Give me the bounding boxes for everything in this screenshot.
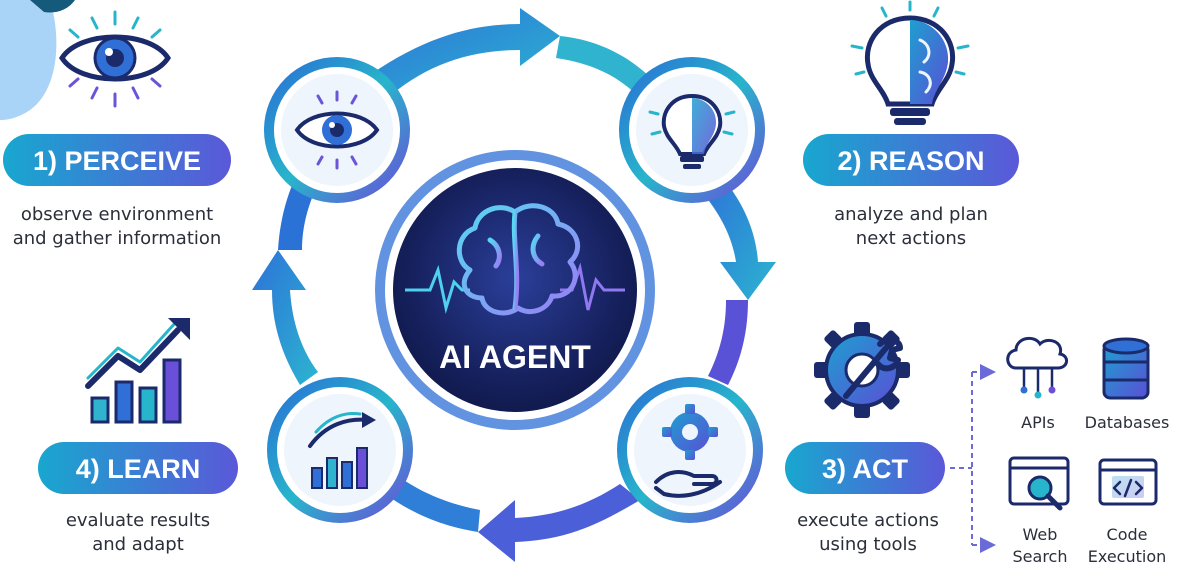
reason-desc-line1: analyze and plan (834, 204, 988, 225)
tool-code-execution-label-line1: Code (1107, 525, 1148, 544)
tool-web-search-label-line1: Web (1023, 525, 1058, 544)
growth-chart-icon (308, 412, 376, 489)
center-hub: AI AGENT (375, 150, 655, 430)
tool-code-execution-label-line2: Execution (1088, 547, 1167, 566)
act-desc-line1: execute actions (797, 510, 939, 531)
tool-web-search: Web Search (1008, 456, 1070, 566)
act-label: 3) ACT execute actions using tools (785, 442, 945, 555)
database-icon (1102, 337, 1150, 400)
arrow-perceive-to-reason (360, 8, 560, 96)
arrow-reason-to-act-tail (708, 300, 748, 385)
web-search-icon (1008, 456, 1070, 511)
arrow-learn-to-perceive (252, 250, 318, 385)
reason-desc-line2: next actions (856, 228, 966, 249)
learn-node (267, 377, 413, 523)
learn-desc-line2: and adapt (92, 534, 184, 555)
cloud-api-icon (1006, 336, 1068, 399)
tool-databases: Databases (1085, 337, 1170, 432)
arrow-act-to-learn-tail (385, 476, 480, 532)
perceive-eye-icon (59, 10, 171, 108)
tool-apis-label: APIs (1021, 413, 1055, 432)
arrow-reason-to-act (702, 175, 776, 300)
perceive-desc-line1: observe environment (21, 204, 213, 225)
act-node (617, 377, 763, 523)
act-gear-wrench-icon (814, 322, 910, 418)
corner-blob-dark (30, 0, 75, 13)
lightbulb-brain-icon (648, 93, 736, 169)
center-title: AI AGENT (439, 339, 591, 375)
learn-label: 4) LEARN evaluate results and adapt (38, 442, 238, 555)
brain-icon (456, 203, 581, 329)
perceive-title: 1) PERCEIVE (33, 146, 201, 176)
eye-icon (294, 90, 380, 170)
perceive-node (264, 57, 410, 203)
corner-blob (0, 0, 57, 120)
reason-label: 2) REASON analyze and plan next actions (803, 134, 1019, 249)
act-desc-line2: using tools (819, 534, 917, 555)
gear-hand-icon (654, 404, 722, 498)
reason-bulb-icon (850, 0, 970, 125)
arrow-perceive-to-reason-tail (556, 36, 655, 98)
learn-chart-icon (85, 318, 190, 424)
heartbeat-line (405, 264, 470, 314)
arrow-act-to-learn (478, 484, 640, 562)
tools-connector (950, 364, 996, 553)
act-title: 3) ACT (822, 454, 909, 484)
tool-apis: APIs (1006, 336, 1068, 432)
tool-databases-label: Databases (1085, 413, 1170, 432)
learn-title: 4) LEARN (76, 454, 201, 484)
tool-web-search-label-line2: Search (1013, 547, 1068, 566)
reason-node (619, 57, 765, 203)
perceive-label: 1) PERCEIVE observe environment and gath… (3, 134, 231, 249)
code-execution-icon (1098, 458, 1158, 506)
learn-desc-line1: evaluate results (66, 510, 210, 531)
tool-code-execution: Code Execution (1088, 458, 1167, 566)
cycle-arrows (252, 8, 776, 562)
reason-title: 2) REASON (837, 146, 984, 176)
perceive-desc-line2: and gather information (13, 228, 222, 249)
